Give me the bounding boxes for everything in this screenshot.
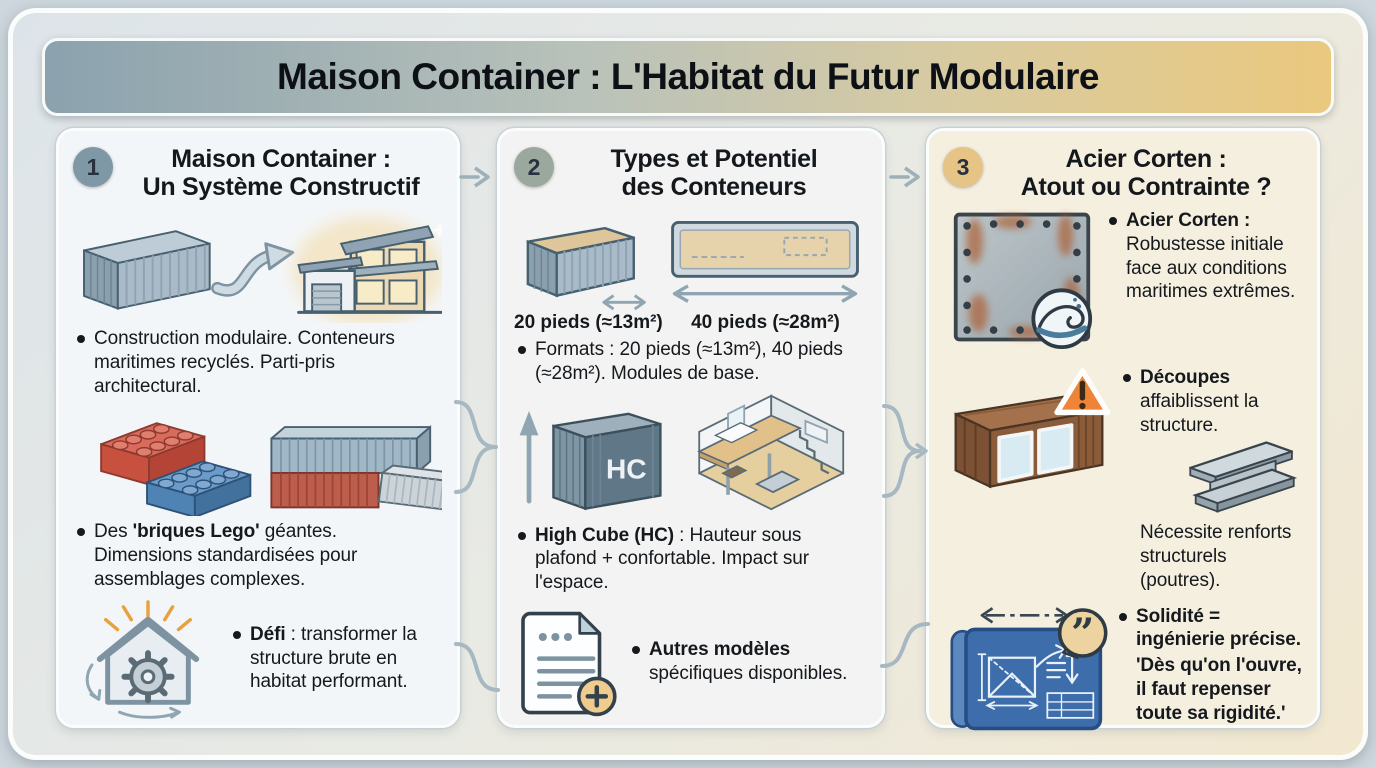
- high-cube-row: HC: [514, 393, 868, 520]
- connector-curve-2-3-bottom: [880, 622, 930, 668]
- bullet-dot: [632, 646, 640, 654]
- bullet-acier-corten: Acier Corten : Robustesse initiale face …: [1109, 209, 1303, 304]
- high-cube-container-illustration: HC: [519, 410, 662, 510]
- bullet-dot: [1123, 374, 1131, 382]
- container-to-house-illustration: [73, 207, 443, 323]
- card3-header: 3 Acier Corten :Atout ou Contrainte ?: [943, 141, 1303, 201]
- title-bar: Maison Container : L'Habitat du Futur Mo…: [42, 38, 1334, 116]
- lego-bricks-and-containers-illustration: [73, 406, 443, 517]
- bullet-dot: [77, 335, 85, 343]
- i-beam-illustration: [1189, 441, 1298, 514]
- bullet-autres-modeles: Autres modèles spécifiques disponibles.: [632, 638, 864, 686]
- reinforce-note: Nécessite renforts structurels (poutres)…: [1140, 522, 1292, 591]
- card-systeme-constructif: 1 Maison Container :Un Système Construct…: [56, 128, 460, 728]
- container-to-house-illustration: [83, 216, 442, 323]
- card1-header: 1 Maison Container :Un Système Construct…: [73, 141, 443, 201]
- svg-text:”: ”: [1071, 609, 1094, 657]
- fig-40ft: 40 pieds (≈28m²): [663, 207, 868, 334]
- card3-title: Acier Corten :Atout ou Contrainte ?: [1020, 145, 1272, 201]
- quote-text: 'Dès qu'on l'ouvre, il faut repenser tou…: [1136, 655, 1302, 724]
- bullet-text: Autres modèles spécifiques disponibles.: [649, 639, 848, 684]
- connector-brace-2-3: [882, 404, 928, 498]
- blueprint-illustration: ”: [950, 606, 1108, 730]
- page-title: Maison Container : L'Habitat du Futur Mo…: [277, 56, 1099, 97]
- bullet-dot: [518, 346, 526, 354]
- connector-arrow-1-2: [459, 166, 490, 188]
- connector-brace-1-2: [454, 400, 498, 494]
- connector-arrow-2-3: [889, 166, 920, 188]
- house-gear-icon: [85, 599, 200, 719]
- label-20ft: 20 pieds (≈13m²): [514, 312, 663, 333]
- bullet-dot: [1109, 217, 1117, 225]
- step-badge-2: 2: [514, 147, 554, 187]
- step-badge-3: 3: [943, 147, 983, 187]
- interior-mezzanine-illustration: [696, 393, 844, 510]
- lego-bricks-and-containers-illustration: [100, 422, 442, 517]
- container-40ft-topview-illustration: [671, 220, 859, 303]
- step-badge-1: 1: [73, 147, 113, 187]
- bullet-text: Défi : transformer la structure brute en…: [250, 623, 417, 693]
- document-plus-icon: [521, 611, 617, 716]
- card-acier-corten: 3 Acier Corten :Atout ou Contrainte ?: [926, 128, 1320, 730]
- bullet-text: Formats : 20 pieds (≈13m²), 40 pieds (≈2…: [535, 339, 843, 384]
- corten-steel-plate-illustration: [953, 212, 1093, 349]
- corten-row: Acier Corten : Robustesse initiale face …: [943, 207, 1303, 354]
- container-formats-row: 20 pieds (≈13m²) 40 pieds (≈28m²): [514, 207, 868, 334]
- bullet-dot: [518, 531, 526, 540]
- card1-bottom-row: Défi : transformer la structure brute en…: [73, 599, 443, 722]
- solidite-row: ” Solidité = ingénierie précise.'Dès qu'…: [943, 603, 1303, 744]
- connector-curve-1-2-bottom: [454, 642, 500, 692]
- bullet-decoupes: Découpes affaiblissent la structure.: [1123, 366, 1303, 437]
- bullet-text: Acier Corten : Robustesse initiale face …: [1126, 210, 1296, 303]
- quote-icon: ”: [1057, 607, 1108, 659]
- bullet-construction-modulaire: Construction modulaire. Conteneurs marit…: [77, 327, 439, 398]
- bullet-dot: [233, 630, 241, 639]
- bullet-text: Solidité = ingénierie précise.'Dès qu'on…: [1136, 605, 1302, 724]
- card2-bottom-row: Autres modèles spécifiques disponibles.: [514, 603, 868, 725]
- warning-icon: [1054, 368, 1111, 416]
- decoupes-row: Découpes affaiblissent la structure. Néc…: [943, 364, 1303, 593]
- bullet-text: High Cube (HC) : Hauteur sous plafond + …: [535, 524, 809, 594]
- fig-20ft: 20 pieds (≈13m²): [514, 207, 663, 334]
- svg-text:HC: HC: [606, 453, 647, 484]
- bullet-text: Découpes affaiblissent la structure.: [1140, 367, 1259, 436]
- container-20ft-illustration: [526, 226, 646, 311]
- bullet-dot: [1119, 612, 1127, 621]
- bullet-dot: [77, 528, 85, 537]
- bullet-text: Des 'briques Lego' géantes. Dimensions s…: [94, 521, 358, 590]
- label-40ft: 40 pieds (≈28m²): [691, 312, 840, 333]
- bullet-high-cube: High Cube (HC) : Hauteur sous plafond + …: [518, 524, 864, 595]
- card1-title: Maison Container :Un Système Constructif: [142, 145, 420, 201]
- bullet-briques-lego: Des 'briques Lego' géantes. Dimensions s…: [77, 520, 439, 591]
- bullet-defi: Défi : transformer la structure brute en…: [233, 623, 439, 694]
- rusty-container-illustration: [954, 368, 1111, 489]
- bullet-text: Construction modulaire. Conteneurs marit…: [94, 328, 395, 397]
- bullet-formats: Formats : 20 pieds (≈13m²), 40 pieds (≈2…: [518, 338, 864, 386]
- bullet-solidite: Solidité = ingénierie précise.'Dès qu'on…: [1119, 605, 1303, 726]
